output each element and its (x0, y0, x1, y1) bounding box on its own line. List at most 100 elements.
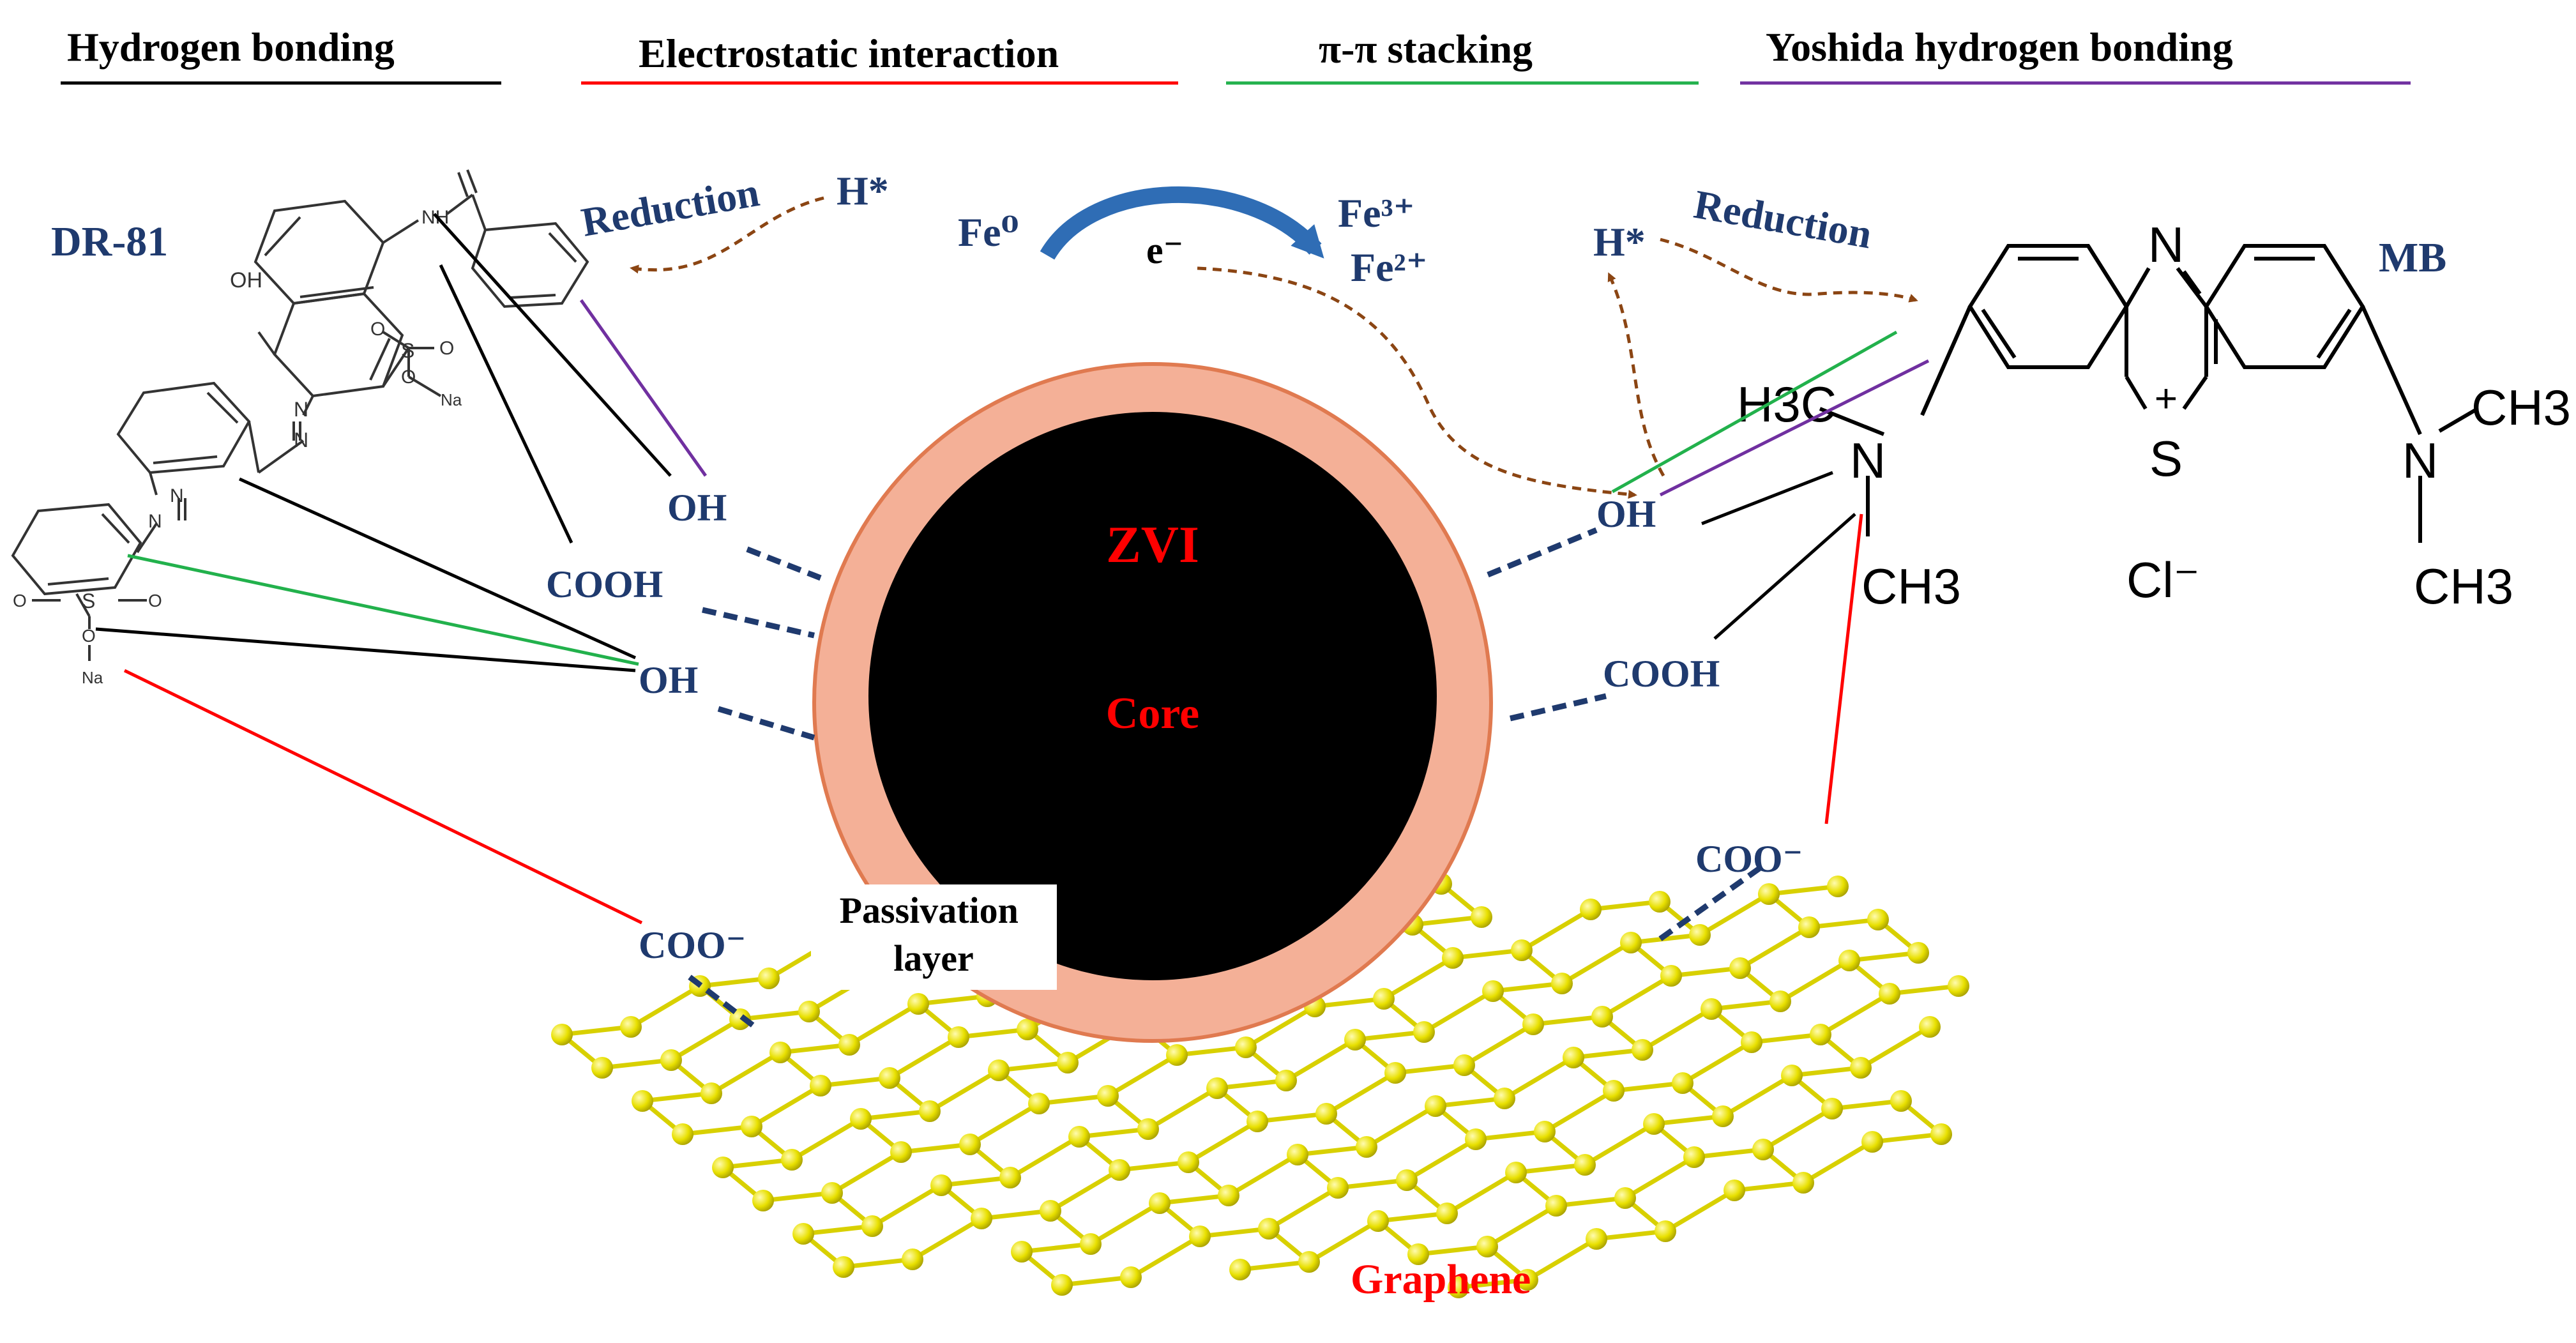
graphene-atom (1356, 1136, 1377, 1158)
fe0-label: Fe⁰ (958, 209, 1019, 255)
graphene-bond (1268, 1185, 1339, 1231)
electrostatic-line (123, 669, 643, 925)
graphene-atom (551, 1024, 573, 1045)
fe3-label: Fe³⁺ (1338, 190, 1414, 236)
graphene-atom (758, 967, 780, 989)
graphene-bond (843, 1257, 913, 1270)
graphene-bond (1458, 1277, 1528, 1290)
atom-label-o: O (401, 367, 416, 388)
graphene-bond (1377, 1211, 1448, 1224)
graphene-bond (1227, 1152, 1299, 1198)
dr81-atom-labels: NH OH N N S O O O Na N N S O O O Na (13, 207, 462, 687)
legend-item-yoshida: Yoshida hydrogen bonding (1740, 24, 2411, 85)
graphene-atom (1689, 924, 1711, 946)
graphene-atom (1683, 1146, 1705, 1168)
graphene-bond (1671, 966, 1741, 978)
graphene-bond (1751, 1032, 1821, 1045)
atom-label-oh: OH (230, 268, 262, 292)
graphene-bond (1285, 1037, 1356, 1083)
graphene-bond (1395, 1063, 1465, 1075)
graphene-atom (1057, 1052, 1079, 1074)
graphene-atom (1919, 1016, 1941, 1038)
shell-label-backdrop (811, 884, 1057, 990)
graphene-bond (1722, 1073, 1793, 1119)
graphene-label: Graphene (1351, 1256, 1531, 1303)
atom-label-o: O (439, 338, 454, 359)
graphene-bond (739, 1009, 810, 1022)
graphene-atom (1120, 1266, 1142, 1288)
pi-stacking-line (127, 554, 639, 666)
graphene-atom (838, 1034, 860, 1056)
graphene-bond (1601, 973, 1672, 1019)
yoshida-line (1659, 359, 1930, 497)
graphene-atom (1930, 1123, 1952, 1145)
graphene-bond (1452, 948, 1522, 960)
graphene-bond (1049, 1167, 1121, 1213)
graphene-atom (1097, 1085, 1119, 1107)
graphene-atom (1011, 1241, 1033, 1263)
graphene-atom (1551, 973, 1573, 994)
graphene-bond (1561, 940, 1632, 986)
atom-label-h3c: H3C (1737, 376, 1837, 432)
legend-label: Electrostatic interaction (639, 31, 1059, 76)
graphene-bond (1089, 1201, 1161, 1247)
surface-bond (701, 607, 815, 639)
graphene-atom (890, 1141, 912, 1163)
atom-label-ch3-left: CH3 (1861, 558, 1961, 614)
atom-label-n: N (294, 398, 308, 421)
graphene-bond (928, 1068, 1000, 1114)
bond (510, 294, 556, 299)
graphene-atom (1545, 1195, 1567, 1217)
graphene-bond (1699, 892, 1770, 937)
bond (206, 391, 239, 424)
graphene-bond (1107, 1052, 1178, 1098)
graphene-bond (780, 1042, 850, 1055)
graphene-atom (930, 1174, 952, 1196)
graphene-bond (911, 1216, 983, 1262)
graphene-bond (1119, 1160, 1189, 1172)
atom-label-s-plus: S (2149, 430, 2183, 487)
graphene-atom (1080, 1233, 1102, 1255)
graphene-atom (1517, 1269, 1538, 1291)
graphene-bond (1573, 1047, 1643, 1060)
graphene-bond (1061, 1275, 1132, 1287)
fe-oxidation-arrow (1040, 186, 1324, 260)
graphene-atom (1384, 1062, 1406, 1084)
graphene-bond (722, 1157, 792, 1170)
zvi-particle: ZVI Core (812, 362, 1493, 1043)
graphene-atom (620, 1016, 642, 1038)
graphene-atom (1327, 1177, 1349, 1199)
bond (1981, 308, 2017, 359)
graphene-atom (959, 1134, 981, 1155)
graphene-bond (1533, 1014, 1603, 1027)
graphene-atom (1442, 947, 1464, 969)
graphene-atom (1246, 1111, 1268, 1132)
graphene-bond (1365, 1104, 1437, 1150)
graphene-bond (699, 976, 769, 989)
graphene-bond (1515, 1162, 1586, 1175)
atom-label-s: S (82, 589, 95, 612)
graphene-atom (1591, 1006, 1613, 1028)
graphene-bond (1768, 884, 1838, 897)
graphene-atom (1051, 1274, 1073, 1296)
graphene-bond (630, 983, 701, 1029)
graphene-bond (1860, 1024, 1931, 1070)
graphene-atom (821, 1182, 843, 1204)
graphene-bond (1297, 1144, 1367, 1157)
benzoyl-ring (471, 222, 589, 308)
graphene-atom (1649, 891, 1671, 913)
graphene-bond (1819, 991, 1891, 1037)
graphene-atom (1149, 1192, 1171, 1214)
legend-item-pi-stacking: π-π stacking (1226, 26, 1699, 85)
graphene-bond (1216, 1078, 1287, 1091)
graphene-atom (861, 1215, 883, 1237)
atom-label-ch3-right-top: CH3 (2471, 379, 2571, 436)
graphene-atom (1867, 909, 1889, 930)
graphene-atom (1724, 1180, 1745, 1201)
bond (248, 421, 260, 473)
graphene-atom (1482, 980, 1504, 1002)
graphene-atom (1315, 1103, 1337, 1125)
dr81-structure (11, 169, 589, 661)
graphene-bond (1653, 1114, 1724, 1127)
graphene-atom (712, 1157, 734, 1178)
